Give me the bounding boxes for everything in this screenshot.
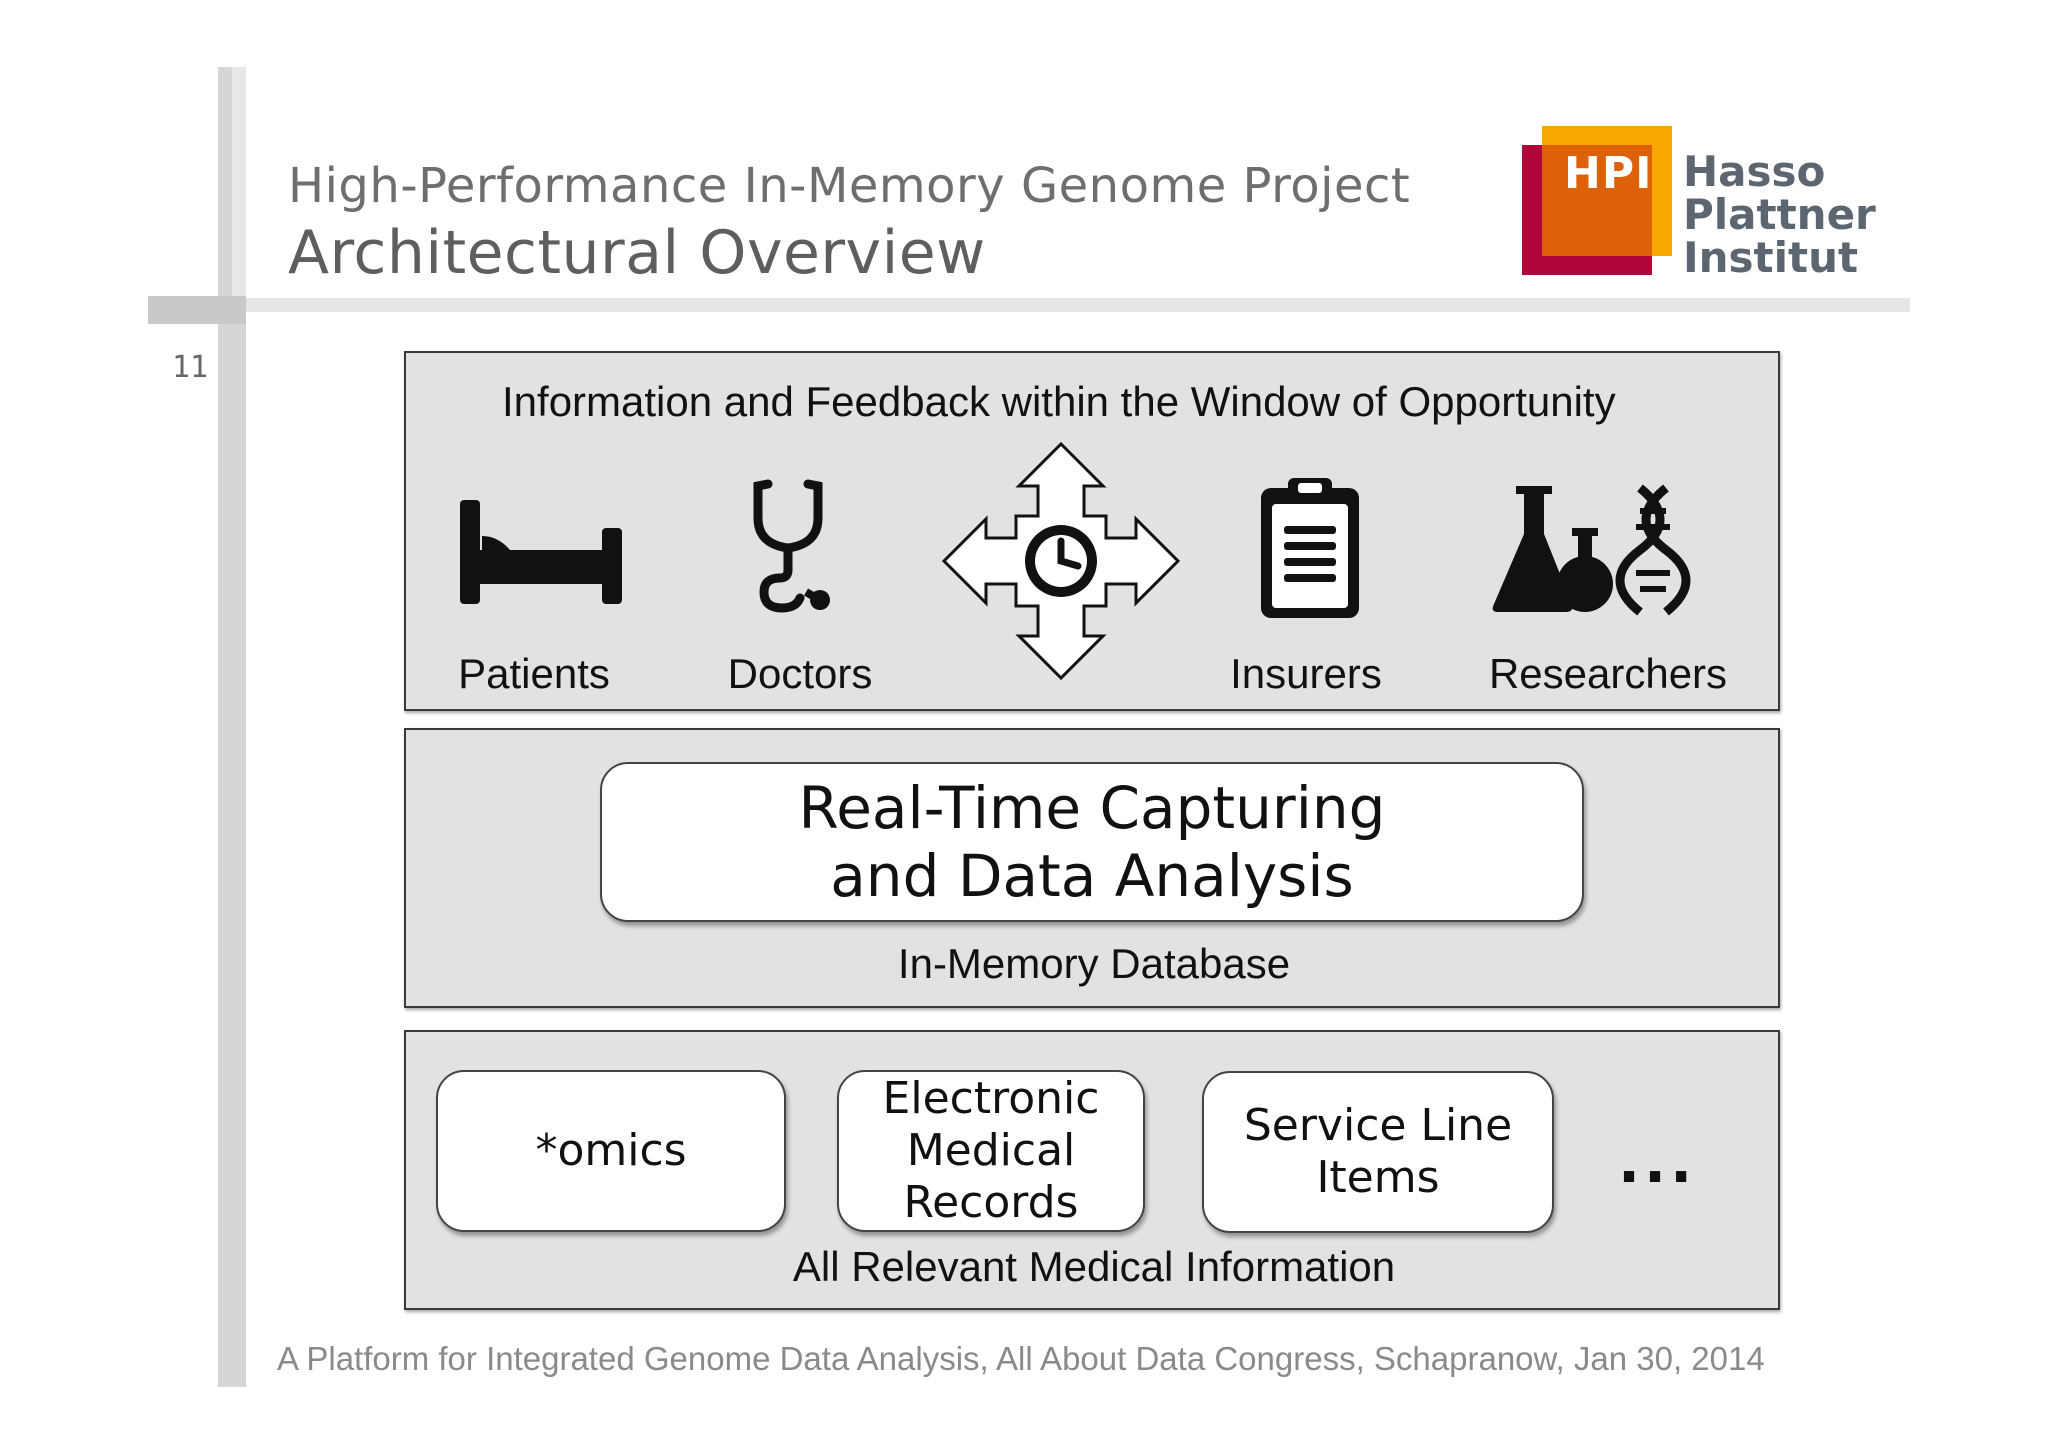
logo-line-2: Plattner [1683,190,1876,239]
logo-line-1: Hasso [1683,147,1826,196]
data-sources-caption: All Relevant Medical Information [792,1243,1396,1290]
actor-label-researchers: Researchers [1488,650,1728,697]
logo-overlap-square [1542,145,1652,256]
source-box-emr: Electronic Medical Records [837,1070,1145,1232]
clock-arrows-icon [941,441,1181,681]
source-box-service-line-items: Service Line Items [1202,1071,1554,1233]
frame-horizontal-bar [246,298,1910,312]
slide-title: High-Performance In-Memory Genome Projec… [288,158,1411,214]
clipboard-icon [1261,478,1359,618]
more-sources-ellipsis: ... [1618,1128,1697,1196]
logo-line-3: Institut [1683,233,1859,282]
hospital-bed-icon [460,500,622,604]
slide-subtitle: Architectural Overview [288,218,986,288]
stakeholders-heading: Information and Feedback within the Wind… [502,378,1616,425]
source-box-omics: *omics [436,1070,786,1232]
database-caption: In-Memory Database [897,940,1291,987]
analysis-box: Real-Time Capturing and Data Analysis [600,762,1584,922]
actor-label-patients: Patients [458,650,610,697]
lab-flask-dna-icon [1492,484,1691,616]
actor-label-doctors: Doctors [727,650,873,697]
frame-vertical-bar-highlight [232,67,246,297]
frame-horizontal-bar-left [148,296,246,324]
logo-wordmark: Hasso Plattner Institut [1683,150,1876,279]
page-number: 11 [172,350,209,385]
slide-footer: A Platform for Integrated Genome Data An… [277,1340,1765,1377]
actor-label-insurers: Insurers [1230,650,1382,697]
logo-abbr: HPI [1564,148,1653,199]
stethoscope-icon [753,479,830,613]
